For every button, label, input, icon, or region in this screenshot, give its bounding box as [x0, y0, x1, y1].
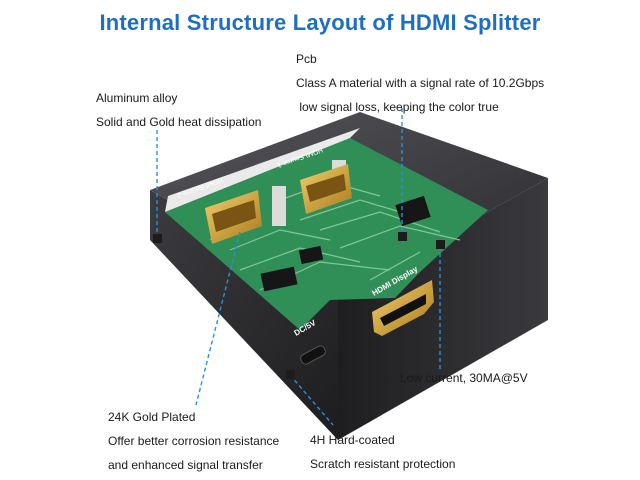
pcb-board	[165, 138, 488, 330]
callout-aluminum-line-1: Aluminum alloy	[96, 91, 178, 105]
callout-coating-line-2: Scratch resistant protection	[310, 457, 456, 471]
callout-pcb: Pcb Class A material with a signal rate …	[296, 47, 544, 119]
callout-current: Low current, 30MA@5V	[400, 366, 528, 390]
callout-gold-line-1: 24K Gold Plated	[108, 410, 196, 424]
callout-pcb-line-1: Pcb	[296, 52, 317, 66]
callout-current-line-1: Low current, 30MA@5V	[400, 371, 528, 385]
ic-chip-left	[260, 266, 298, 292]
callout-coating-line-1: 4H Hard-coated	[310, 433, 395, 447]
callout-gold-line-3: and enhanced signal transfer	[108, 458, 263, 472]
marker-aluminum	[153, 234, 162, 243]
ic-chip-center	[298, 245, 324, 265]
hdmi-input-connector-1	[300, 160, 352, 214]
callout-pcb-line-3: low signal loss, keeping the color true	[296, 100, 499, 114]
leader-line-coating	[289, 374, 334, 426]
case-front-face	[338, 178, 548, 440]
diagram-title: Internal Structure Layout of HDMI Splitt…	[99, 10, 541, 35]
marker-current	[436, 240, 445, 249]
callout-gold-line-2: Offer better corrosion resistance	[108, 434, 280, 448]
callout-coating: 4H Hard-coated Scratch resistant protect…	[310, 428, 455, 476]
callout-gold: 24K Gold Plated Offer better corrosion r…	[108, 405, 279, 477]
marker-pcb	[398, 232, 407, 241]
hdmi-input-connector-2	[205, 186, 286, 244]
dc-power-port	[300, 345, 326, 365]
ic-chip-right	[395, 195, 431, 227]
callout-aluminum-line-2: Solid and Gold heat dissipation	[96, 115, 262, 129]
callout-pcb-line-2: Class A material with a signal rate of 1…	[296, 76, 545, 90]
callout-aluminum: Aluminum alloy Solid and Gold heat dissi…	[96, 86, 261, 134]
pcb-cutout-edge	[165, 128, 360, 212]
leader-line-gold	[195, 231, 241, 406]
marker-coating	[286, 370, 295, 379]
